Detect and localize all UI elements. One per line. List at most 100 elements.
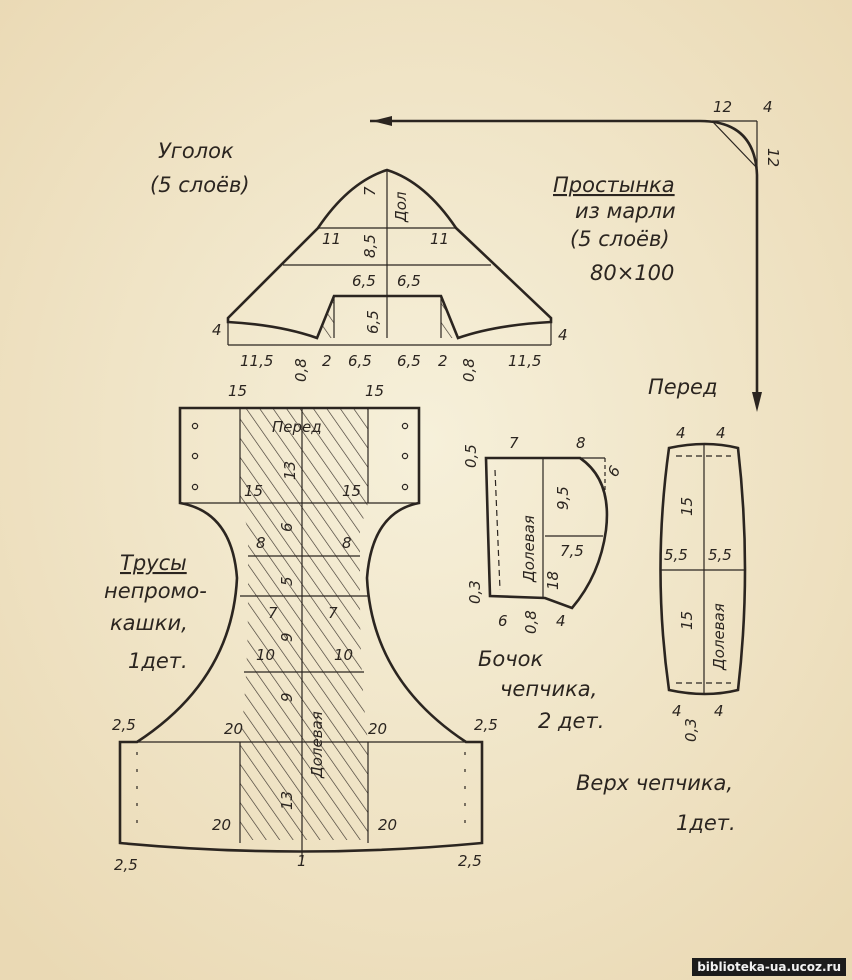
pants-dim-20-r8-right: 20 (368, 720, 387, 738)
sheet-dim-12-side: 12 (764, 148, 782, 167)
corner-pattern: 7 Дол 8,5 11 11 6,5 6,5 6,5 4 4 11,5 0,8… (212, 168, 568, 382)
top-dim-4-bottom-left: 4 (672, 702, 682, 720)
side-dim-bot-6: 6 (498, 612, 508, 630)
pants-dim-20-r10-left: 20 (212, 816, 231, 834)
sheet-material: из марли (575, 199, 676, 223)
corner-grain: Дол (392, 191, 410, 223)
side-dim-bot-4: 4 (556, 612, 566, 630)
pants-dim-5: 5 (278, 576, 296, 586)
pants-dim-25-bottom-left: 2,5 (114, 856, 138, 874)
corner-dim-65-inner: 6,5 (364, 310, 382, 334)
pants-dim-7-left: 7 (268, 604, 278, 622)
corner-dim-4-left: 4 (212, 321, 222, 339)
corner-caption: Уголок (5 слоёв) (150, 139, 250, 197)
corner-dim-7: 7 (361, 186, 379, 196)
pants-dim-25-top-right: 2,5 (474, 716, 498, 734)
side-dim-95: 9,5 (554, 486, 572, 510)
pants-dim-25-bottom-right: 2,5 (458, 852, 482, 870)
top-dim-15-lower: 15 (678, 611, 696, 630)
corner-dim-2-left: 2 (322, 352, 332, 370)
pants-caption: Трусы непромо- кашки, 1дет. (104, 551, 207, 673)
pants-dim-8-left: 8 (256, 534, 266, 552)
pants-count: 1дет. (128, 649, 188, 673)
pants-dim-13-lower: 13 (278, 791, 296, 810)
sheet-size: 80×100 (590, 261, 674, 285)
pants-grain: Долевая (308, 711, 326, 779)
corner-dim-4-right: 4 (558, 326, 568, 344)
pants-dim-7-right: 7 (328, 604, 338, 622)
pants-front-label: Перед (272, 418, 322, 436)
side-dim-75: 7,5 (560, 542, 584, 560)
corner-dim-2-right: 2 (438, 352, 448, 370)
top-count: 1дет. (676, 811, 736, 835)
pants-desc2: кашки, (110, 611, 188, 635)
pants-dim-9-lower: 9 (278, 692, 296, 702)
top-title: Верх чепчика, (576, 771, 733, 795)
corner-layers: (5 слоёв) (150, 173, 250, 197)
pants-hatch (240, 408, 368, 840)
sheet-dim-12-top: 12 (713, 98, 732, 116)
top-dim-4-top-right: 4 (716, 424, 726, 442)
side-title2: чепчика, (500, 677, 597, 701)
arrow-left-icon (372, 116, 392, 126)
top-dim-4-bottom-right: 4 (714, 702, 724, 720)
pants-pattern: 15 15 Перед 15 13 15 6 8 8 5 7 9 7 10 10… (112, 382, 498, 874)
pants-dim-15-r1-left: 15 (244, 482, 263, 500)
top-grain: Долевая (710, 603, 728, 671)
pants-dim-10-left: 10 (256, 646, 275, 664)
pants-dim-15-r1-right: 15 (342, 482, 361, 500)
top-dim-15-upper: 15 (678, 497, 696, 516)
pants-dim-25-top-left: 2,5 (112, 716, 136, 734)
side-count: 2 дет. (538, 709, 604, 733)
side-dim-08: 0,8 (522, 610, 540, 634)
side-grain: Долевая (520, 515, 538, 583)
sheet-layers: (5 слоёв) (570, 227, 670, 251)
pants-dim-20-r10-right: 20 (378, 816, 397, 834)
pants-dim-8-right: 8 (342, 534, 352, 552)
corner-dim-11-left: 11 (322, 230, 341, 248)
corner-dim-115-right: 11,5 (508, 352, 541, 370)
side-dim-05: 0,5 (462, 444, 480, 468)
sheet-caption: Простынка из марли (5 слоёв) 80×100 (553, 173, 676, 285)
corner-dim-85: 8,5 (361, 234, 379, 258)
corner-dim-65-left: 6,5 (352, 272, 376, 290)
side-dim-03: 0,3 (466, 580, 484, 604)
side-piece-caption: Бочок чепчика, 2 дет. (478, 647, 604, 733)
pants-title: Трусы (120, 551, 187, 575)
pants-dim-1: 1 (297, 852, 307, 870)
corner-dim-115-left: 11,5 (240, 352, 273, 370)
top-dim-4-top-left: 4 (676, 424, 686, 442)
sheet-dim-4: 4 (763, 98, 773, 116)
corner-dim-08-left: 0,8 (292, 358, 310, 382)
pants-dim-15-top-left: 15 (228, 382, 247, 400)
pants-dim-13-r1: 13 (281, 461, 299, 480)
corner-dim-65-base-left: 6,5 (348, 352, 372, 370)
side-dim-8: 8 (576, 434, 586, 452)
arrow-down-icon (752, 392, 762, 412)
pants-dim-20-r8-left: 20 (224, 720, 243, 738)
pants-dim-10-right: 10 (334, 646, 353, 664)
top-dim-55-right: 5,5 (708, 546, 732, 564)
top-dim-55-left: 5,5 (664, 546, 688, 564)
top-dim-03: 0,3 (682, 718, 700, 742)
pants-dim-15-top-right: 15 (365, 382, 384, 400)
sheet-title: Простынка (553, 173, 675, 197)
pants-dim-9-upper: 9 (278, 632, 296, 642)
corner-dim-65-base-right: 6,5 (397, 352, 421, 370)
side-title: Бочок (478, 647, 544, 671)
top-piece-pattern: Перед 4 4 15 5,5 5,5 15 Долевая 4 0,3 4 (648, 375, 747, 742)
side-dim-7: 7 (509, 434, 519, 452)
top-front-label: Перед (648, 375, 717, 399)
corner-title: Уголок (158, 139, 234, 163)
corner-dim-65-right: 6,5 (397, 272, 421, 290)
corner-dim-08-right: 0,8 (460, 358, 478, 382)
top-piece-caption: Верх чепчика, 1дет. (576, 771, 736, 835)
corner-dim-11-right: 11 (430, 230, 449, 248)
watermark-label: biblioteka-ua.ucoz.ru (692, 958, 846, 976)
sheet-corner-diagram: 12 4 12 (370, 98, 782, 412)
side-dim-18: 18 (544, 571, 562, 590)
pants-dim-6: 6 (278, 522, 296, 532)
pants-desc1: непромо- (104, 579, 207, 603)
